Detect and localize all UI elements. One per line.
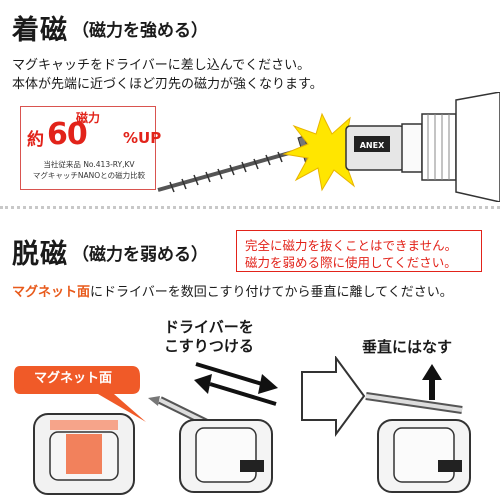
drill-screw-illustration: ANEX	[157, 92, 500, 202]
boost-label: 磁力	[75, 111, 100, 125]
screw-icon	[157, 135, 313, 193]
magcatch-step3-icon	[377, 419, 471, 493]
screwdriver-lift-icon	[365, 392, 463, 414]
warning-line-1: 完全に磁力を抜くことはできません。	[245, 238, 458, 253]
instruction-rest: にドライバーを数回こすり付けてから垂直に離してください。	[90, 285, 453, 300]
warning-box: 完全に磁力を抜くことはできません。 磁力を弱める際に使用してください。	[236, 230, 482, 272]
boost-note-2: マグキャッチNANOとの磁力比較	[32, 171, 146, 180]
lift-arrow-icon	[422, 364, 442, 400]
demagnetize-subtitle: （磁力を弱める）	[72, 245, 208, 265]
next-step-arrow-icon	[301, 356, 366, 438]
magcatch-icon: ANEX	[345, 125, 405, 171]
demagnetize-illustration	[33, 356, 471, 495]
boost-unit: %UP	[123, 129, 162, 147]
boost-approx: 約	[27, 130, 44, 150]
demagnetize-instruction: マグネット面にドライバーを数回こすり付けてから垂直に離してください。	[12, 281, 453, 300]
section-divider	[0, 206, 500, 209]
boost-note-1: 当社従来品 No.413-RY,KV	[43, 160, 135, 169]
magcatch-step2-icon	[179, 419, 273, 493]
magcatch-magnet-face-icon	[33, 413, 135, 495]
step-rub-label-1: ドライバーを	[164, 318, 254, 336]
magnetize-instruction-2: 本体が先端に近づくほど刃先の磁力が強くなります。	[12, 77, 323, 92]
demagnetize-title: 脱磁	[12, 239, 68, 270]
instruction-highlight: マグネット面	[12, 285, 91, 300]
magnet-face-label: マグネット面	[18, 368, 128, 390]
rub-arrows-icon	[194, 362, 278, 406]
warning-line-2: 磁力を弱める際に使用してください。	[245, 255, 457, 270]
magnetic-boost-callout: 磁力 約 60 %UP 当社従来品 No.413-RY,KV マグキャッチNAN…	[20, 106, 161, 190]
magnetize-instruction-1: マグキャッチをドライバーに差し込んでください。	[12, 58, 311, 73]
boost-value: 60	[47, 117, 88, 152]
magnetize-subtitle: （磁力を強める）	[72, 21, 208, 41]
magnetize-title: 着磁	[12, 15, 68, 46]
step-rub-label-2: こすりつける	[164, 337, 254, 355]
step-lift-label: 垂直にはなす	[362, 338, 453, 356]
drill-icon	[401, 92, 500, 202]
brand-label: ANEX	[360, 141, 385, 150]
